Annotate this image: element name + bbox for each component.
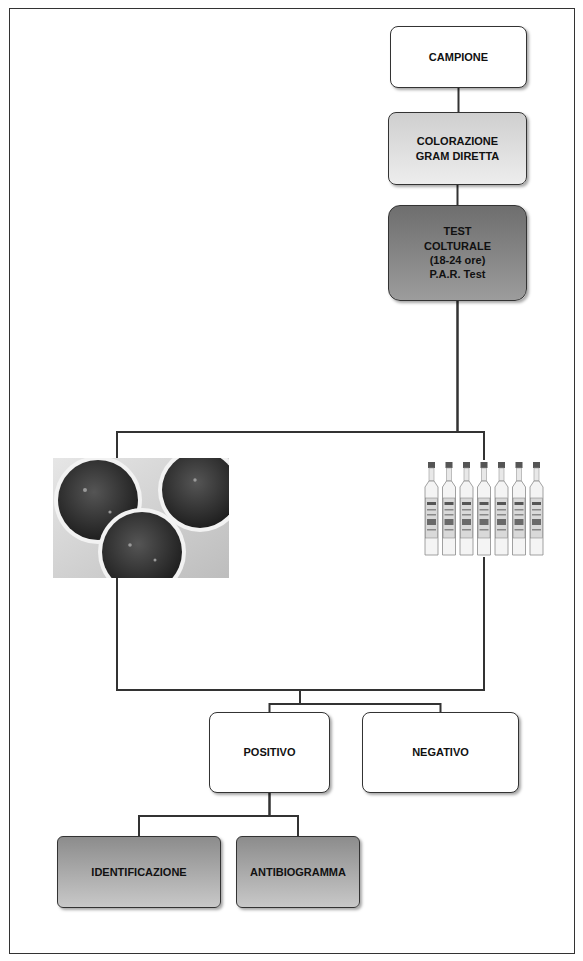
petri-dish-photo [53,458,229,578]
node-label: POSITIVO [244,745,296,759]
bottle [443,462,456,555]
dish-rim [98,508,186,578]
connector-line [270,793,299,836]
colony [83,488,87,492]
stain-box: COLORAZIONE GRAM DIRETTA [388,112,527,185]
bottle [425,462,438,555]
result-box: NEGATIVO [362,712,519,793]
bottle [495,462,508,555]
bottle [513,462,526,555]
bottle [460,462,473,555]
connector-line [458,88,460,112]
connector-line [457,185,459,205]
connector-line [139,793,270,836]
agar-plate [162,458,229,528]
process-box: IDENTIFICAZIONE [57,836,221,908]
node-label: ANTIBIOGRAMMA [250,865,346,879]
agar-plate [102,512,182,578]
colony [108,510,111,513]
connector-line [117,301,458,712]
culture-bottles [421,460,548,557]
sample-box: CAMPIONE [390,26,527,88]
culture-test-box: TEST COLTURALE (18-24 ore) P.A.R. Test [388,205,527,301]
node-label: COLORAZIONE GRAM DIRETTA [408,134,508,163]
bottle [478,462,491,555]
node-label: NEGATIVO [412,745,469,759]
photo-ground [421,460,548,557]
process-box: ANTIBIOGRAMMA [236,836,360,908]
colony [154,559,157,562]
node-label: CAMPIONE [429,50,488,64]
bottle [530,462,543,555]
outer-frame [10,9,575,954]
colony [128,543,132,547]
colony [193,478,196,481]
node-label: TEST COLTURALE (18-24 ore) P.A.R. Test [417,224,499,281]
node-label: IDENTIFICAZIONE [91,865,186,879]
result-box: POSITIVO [209,712,330,793]
